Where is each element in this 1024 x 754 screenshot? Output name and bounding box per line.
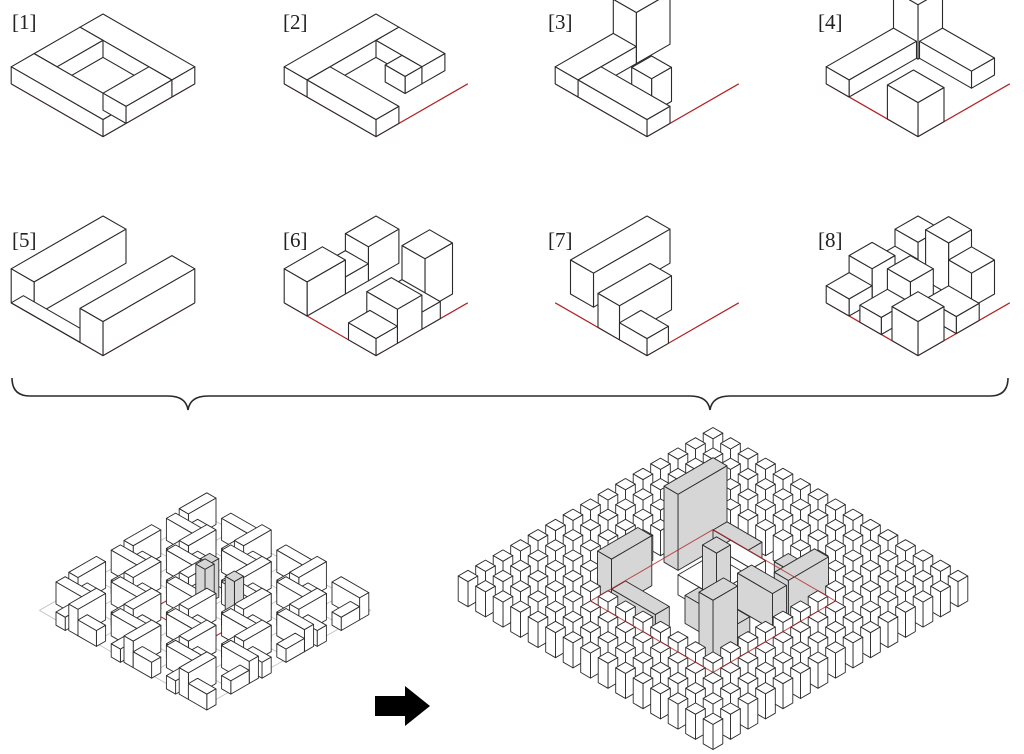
typology-panel-1: [10, 13, 196, 138]
panel-label-4: [4]: [818, 10, 843, 34]
urban-block: [947, 569, 969, 608]
urban-block: [737, 692, 759, 730]
composition-block: [187, 677, 217, 711]
urban-block: [772, 671, 794, 710]
urban-block: [597, 651, 619, 689]
urban-block: [492, 590, 514, 628]
urban-block: [790, 661, 811, 699]
typology-panel-5: [10, 215, 196, 357]
urban-block: [545, 518, 566, 557]
typology-3-block: [577, 66, 671, 138]
panel-label-8: [8]: [818, 228, 843, 252]
typology-panel-8: [825, 215, 1011, 357]
urban-block: [562, 569, 584, 608]
urban-block: [632, 671, 654, 710]
urban-block: [475, 580, 496, 618]
urban-block: [702, 712, 724, 750]
panel-label-2: [2]: [283, 10, 308, 34]
typology-8-block: [825, 272, 873, 317]
typology-5-block: [79, 255, 196, 357]
urban-block: [545, 620, 566, 659]
urban-block: [510, 600, 531, 638]
typology-panel-2: [283, 13, 469, 138]
urban-block: [663, 457, 728, 571]
urban-block: [667, 692, 689, 730]
panel-label-3: [3]: [548, 10, 573, 34]
typology-4-block: [886, 69, 945, 138]
urban-block: [527, 610, 549, 648]
typology-8-block: [891, 291, 945, 357]
typology-7-block: [618, 309, 669, 357]
urban-block: [720, 702, 741, 740]
composition-grid: [39, 492, 371, 711]
typology-panel-7: [554, 215, 740, 357]
typology-1-block: [102, 66, 173, 124]
typology-2-block: [306, 66, 400, 138]
typology-7-block: [597, 262, 673, 341]
typology-8-block: [948, 246, 996, 308]
panel-label-7: [7]: [548, 228, 573, 252]
right-arrow-icon: [375, 686, 430, 726]
urban-block: [685, 702, 706, 740]
typology-panel-4: [825, 0, 1011, 138]
urban-block: [650, 682, 671, 720]
panel-label-1: [1]: [12, 10, 37, 34]
grouping-brace: [11, 377, 1009, 411]
typology-6-block: [283, 246, 346, 317]
urban-block: [912, 590, 934, 628]
typology-4-block: [918, 27, 996, 89]
urban-block: [580, 641, 601, 679]
urban-block: [825, 641, 846, 679]
urban-block: [860, 620, 881, 659]
typology-panel-3: [554, 0, 740, 138]
urban-block: [930, 580, 951, 618]
urban-block: [877, 610, 899, 648]
panel-label-5: [5]: [12, 228, 37, 252]
urban-block: [457, 569, 479, 608]
urban-block: [562, 631, 584, 669]
composition-block: [132, 646, 162, 679]
urban-block: [807, 651, 829, 689]
composition-block: [77, 614, 107, 647]
urban-block: [895, 600, 916, 638]
typology-panel-6: [283, 215, 469, 357]
urban-field: [457, 427, 969, 750]
typology-2-block: [384, 54, 423, 95]
typology-6-block: [347, 309, 398, 357]
composition-block: [221, 664, 250, 695]
typology-4-block: [825, 27, 918, 98]
urban-block: [615, 661, 636, 699]
composition-block: [331, 600, 361, 631]
panel-label-6: [6]: [283, 228, 308, 252]
urban-block: [842, 631, 864, 669]
urban-block: [755, 682, 776, 720]
composition-block: [276, 632, 305, 663]
